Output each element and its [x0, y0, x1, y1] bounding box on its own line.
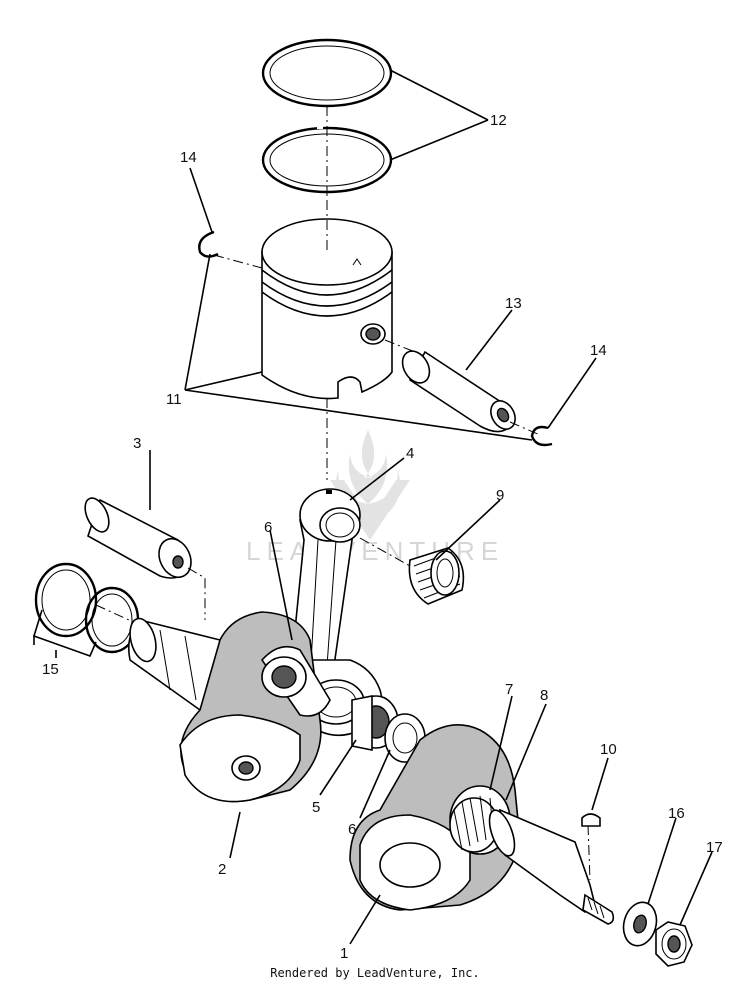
piston-pin	[401, 350, 541, 436]
needle-bearing-small	[359, 537, 465, 605]
circlip-left	[198, 230, 219, 258]
callout-14-right: 14	[590, 342, 607, 359]
callout-2: 2	[218, 861, 226, 878]
callout-7: 7	[505, 681, 513, 698]
piston-rings	[261, 38, 393, 200]
callout-8: 8	[540, 687, 548, 704]
woodruff-key	[581, 813, 601, 827]
callout-labels: 12 14 13 14 11 3 4 9 6 15 7 8 10 5 6 16 …	[42, 112, 723, 962]
watermark-text: LEADVENTURE	[246, 536, 504, 566]
nut	[655, 921, 693, 967]
main-bearing-left	[84, 497, 206, 620]
callout-5: 5	[312, 799, 320, 816]
callout-9: 9	[496, 487, 504, 504]
callout-10: 10	[600, 741, 617, 758]
render-credit: Rendered by LeadVenture, Inc.	[270, 966, 480, 980]
callout-16: 16	[668, 805, 685, 822]
callout-11: 11	[166, 391, 182, 408]
callout-17: 17	[706, 839, 723, 856]
callout-3: 3	[133, 435, 141, 452]
callout-15: 15	[42, 661, 59, 678]
circlip-right	[530, 425, 553, 447]
washer	[622, 901, 658, 947]
callout-13: 13	[505, 295, 522, 312]
leader-lines	[33, 69, 713, 945]
callout-14-left: 14	[180, 149, 197, 166]
oil-seals	[34, 562, 141, 654]
callout-6-lower: 6	[348, 821, 356, 838]
callout-12: 12	[490, 112, 507, 129]
piston	[213, 200, 426, 480]
callout-6-upper: 6	[264, 519, 272, 536]
crankshaft-right	[349, 724, 615, 925]
crankshaft-left	[127, 611, 331, 803]
callout-1: 1	[340, 945, 348, 962]
callout-4: 4	[406, 445, 414, 462]
